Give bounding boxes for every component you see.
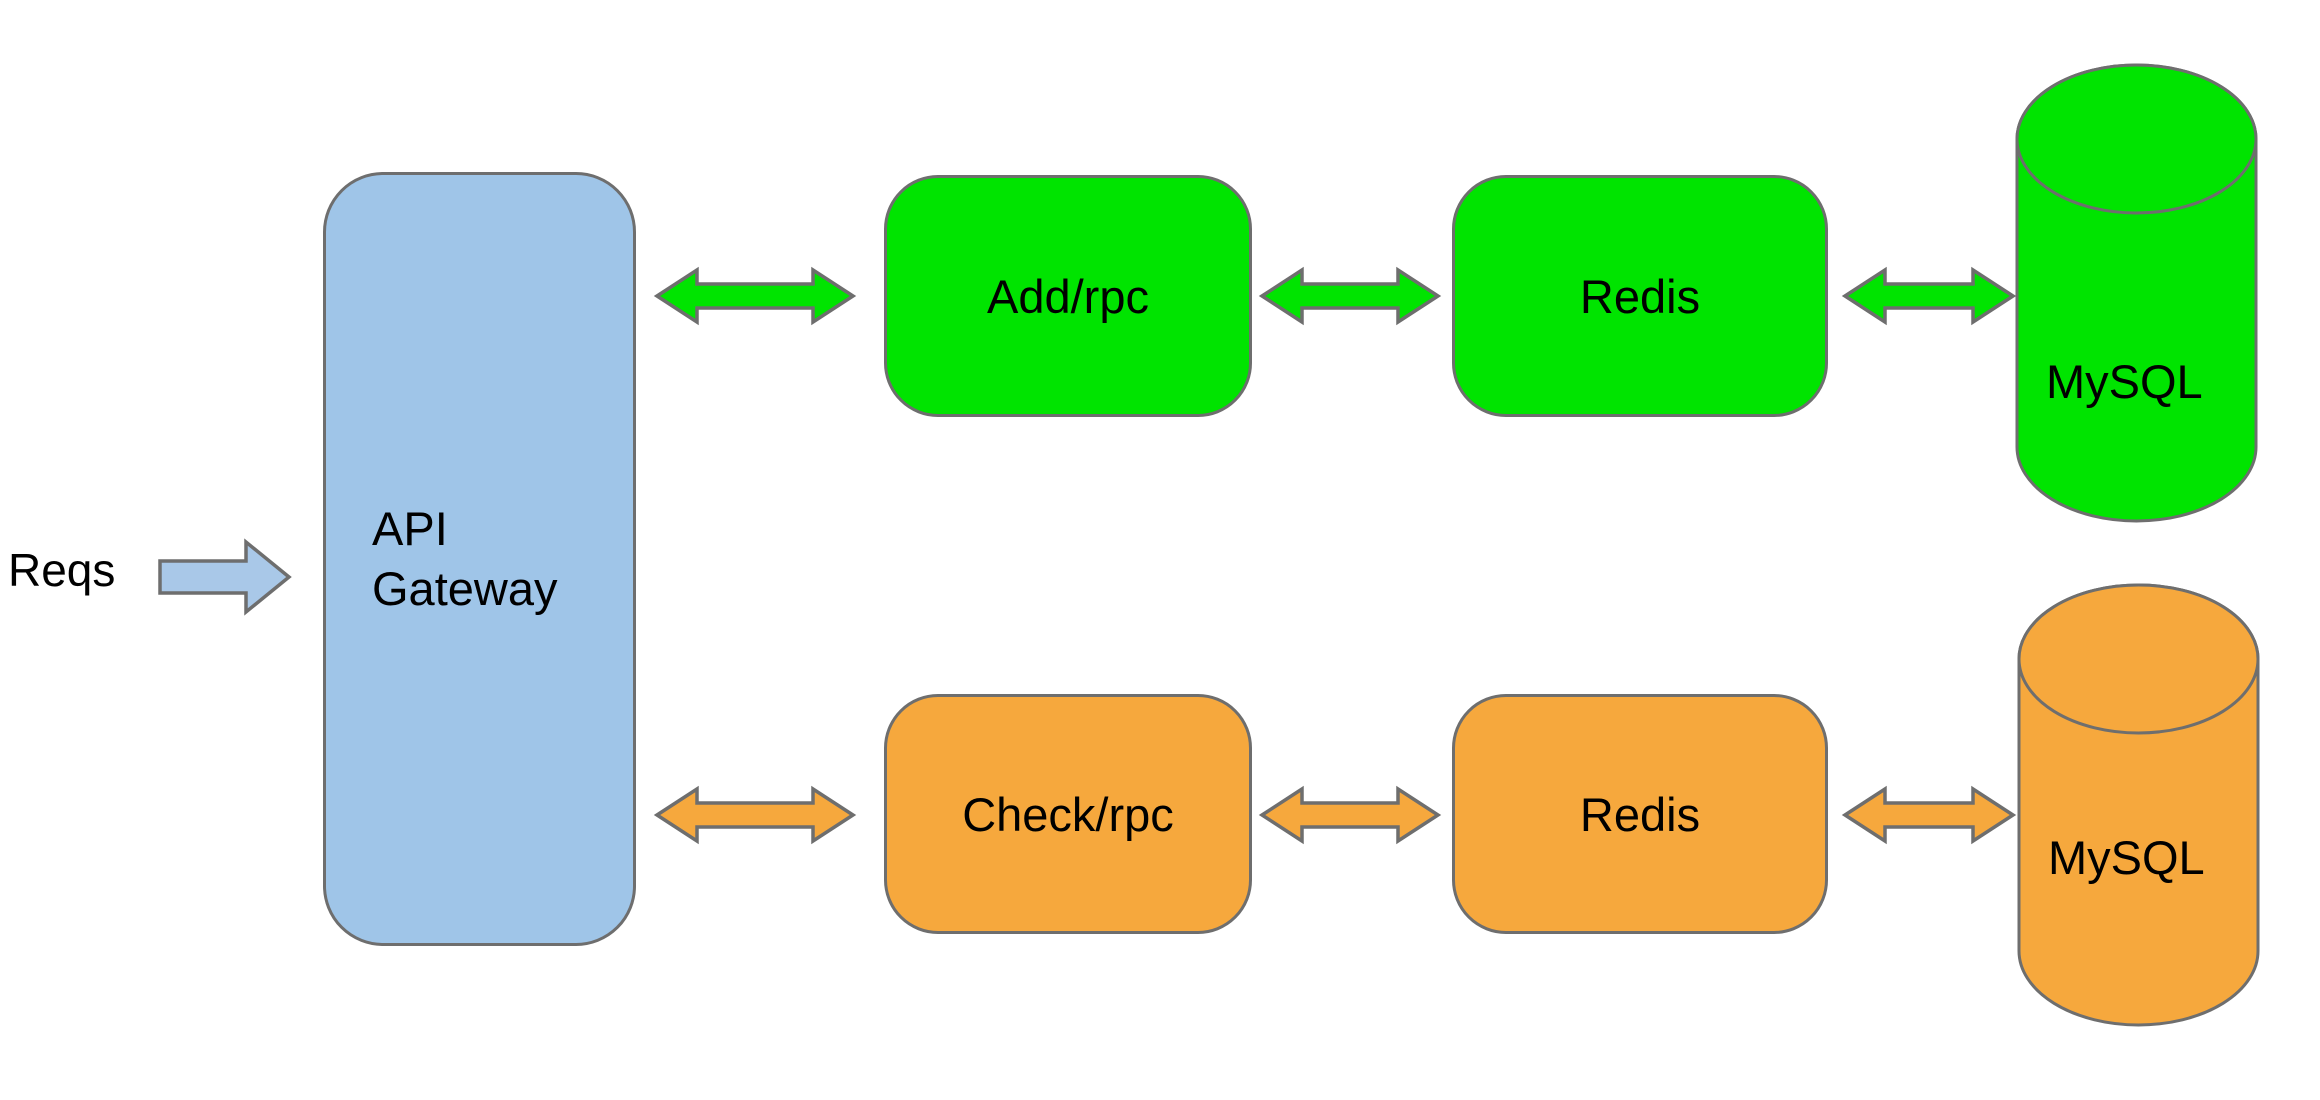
gateway-addrpc-arrow-icon — [653, 266, 857, 326]
reqs-arrow-icon — [158, 538, 292, 616]
mysql-bottom-label: MySQL — [2048, 831, 2205, 884]
addrpc-box: Add/rpc — [884, 175, 1252, 417]
checkrpc-label: Check/rpc — [962, 787, 1174, 841]
redis-mysql-top-arrow-icon — [1841, 266, 2017, 326]
mysql-top-label: MySQL — [2046, 355, 2203, 408]
checkrpc-box: Check/rpc — [884, 694, 1252, 934]
redis-mysql-bottom-arrow-icon — [1841, 785, 2017, 845]
api-gateway-box: API Gateway — [323, 172, 636, 946]
redis-top-box: Redis — [1452, 175, 1828, 417]
addrpc-redis-arrow-icon — [1258, 266, 1442, 326]
api-gateway-label-line2: Gateway — [372, 562, 558, 615]
cylinder-shape-icon — [2017, 583, 2260, 1027]
redis-top-label: Redis — [1579, 269, 1701, 323]
cylinder-shape-icon — [2015, 63, 2258, 523]
gateway-checkrpc-arrow-icon — [653, 785, 857, 845]
checkrpc-redis-arrow-icon — [1258, 785, 1442, 845]
api-gateway-label-line1: API — [372, 502, 448, 555]
redis-bottom-box: Redis — [1452, 694, 1828, 934]
redis-bottom-label: Redis — [1579, 787, 1701, 841]
addrpc-label: Add/rpc — [987, 269, 1149, 323]
mysql-top-cylinder: MySQL — [2014, 62, 2259, 524]
mysql-bottom-cylinder: MySQL — [2016, 582, 2261, 1028]
reqs-label: Reqs — [8, 544, 116, 596]
